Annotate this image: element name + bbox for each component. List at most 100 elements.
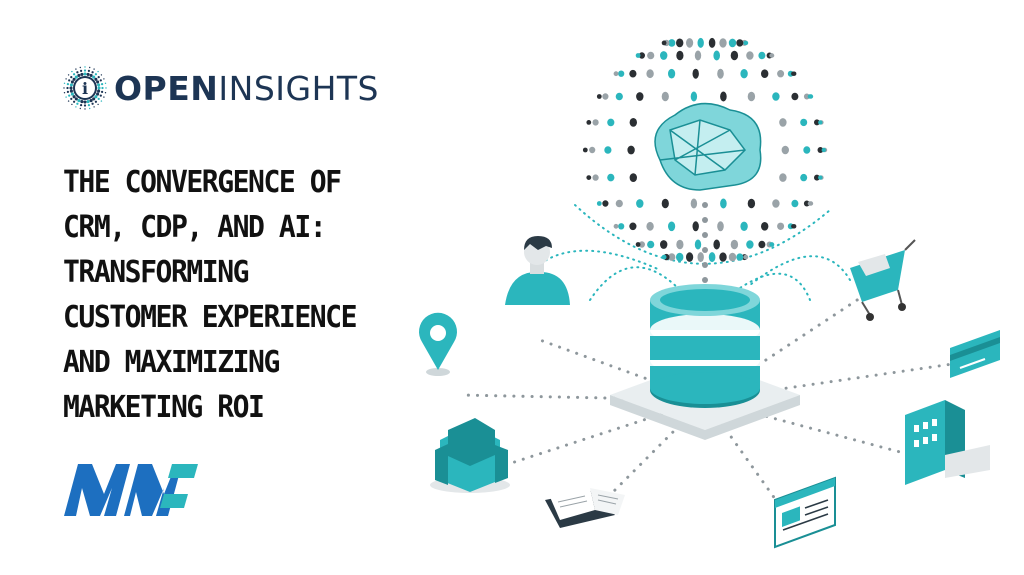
sphere-dot (676, 239, 684, 250)
headline-line: AND MAXIMIZING (63, 345, 280, 380)
sphere-dot (676, 38, 684, 48)
sphere-dot (769, 53, 774, 58)
location-pin-icon (419, 312, 457, 376)
sphere-dot (646, 221, 654, 231)
logo-mark-dot (99, 79, 102, 82)
sphere-dot (807, 94, 813, 99)
sphere-dot (761, 69, 769, 78)
logo-mark-dot (75, 68, 77, 70)
logo-mark-dot (63, 92, 66, 94)
sphere-dot (661, 198, 669, 209)
sphere-dot (647, 51, 655, 60)
sphere-dot (686, 252, 694, 262)
logo-mark-dot (74, 97, 78, 101)
logo-mark-dot (97, 75, 100, 79)
logo-mark-dot (76, 102, 79, 105)
logo-mark-dot (97, 97, 100, 101)
sphere-dot (803, 200, 810, 207)
logo-mark-dot (65, 78, 67, 80)
logo-mark-dot (94, 100, 98, 103)
sphere-dot (697, 37, 704, 48)
sphere-dot (586, 120, 592, 125)
sphere-dot (627, 145, 635, 155)
logo-mark-dot (70, 80, 74, 84)
logo-mark-dot (100, 74, 103, 76)
sphere-dot (817, 147, 824, 153)
sphere-dot (777, 70, 785, 78)
sphere-dot (713, 239, 720, 250)
sphere-dot (607, 118, 615, 127)
martech-logo (64, 464, 198, 516)
sphere-dot (791, 92, 799, 101)
credit-card-icon (950, 330, 1000, 378)
logo-mark-dot (79, 103, 83, 107)
sphere-dot (613, 223, 619, 229)
logo-mark-dot (83, 100, 87, 104)
openinsights-logo: i OPENINSIGHTS (62, 64, 422, 112)
sphere-dot (660, 51, 668, 60)
logo-mark-dot (87, 69, 91, 73)
sphere-dot (596, 201, 602, 206)
sphere-dot (717, 221, 724, 232)
sphere-dot (629, 69, 637, 78)
sphere-dot (730, 239, 739, 250)
sphere-dot (777, 222, 785, 230)
logo-mark-dot (70, 92, 74, 96)
sphere-dot (803, 146, 811, 154)
sphere-dot (629, 118, 637, 127)
sphere-dot (736, 253, 744, 261)
logo-mark-dot (70, 75, 73, 79)
logo-mark-dot (91, 102, 94, 105)
logo-mark-dot (69, 83, 73, 87)
sphere-dot (661, 254, 667, 260)
sphere-dot (747, 198, 756, 209)
sphere-dot (668, 39, 676, 47)
sphere-dot (638, 241, 645, 248)
logo-open-text: OPEN (114, 68, 219, 108)
sphere-dot (618, 70, 625, 77)
sphere-dot (728, 38, 737, 48)
headline-line: TRANSFORMING (63, 255, 250, 290)
logo-mark-dot (66, 90, 70, 94)
sphere-dot (747, 91, 756, 102)
logo-mark-dot (79, 107, 81, 110)
sphere-dot (604, 146, 612, 154)
sphere-dot (676, 252, 684, 262)
sphere-dot (661, 91, 669, 102)
sphere-dot (781, 145, 789, 155)
sphere-dot (586, 175, 592, 181)
logo-mark-dot (67, 74, 70, 76)
sphere-dot (719, 252, 727, 262)
openinsights-mark-icon: i (63, 66, 107, 110)
logo-mark-dot (68, 79, 71, 82)
sphere-dot (821, 147, 826, 153)
sphere-dot (720, 198, 727, 209)
logo-mark-dot (70, 97, 73, 101)
logo-mark-dot (71, 103, 73, 106)
headline-line: CUSTOMER EXPERIENCE (63, 300, 357, 335)
logo-mark-dot (63, 87, 65, 89)
logo-mark-dot (101, 86, 104, 90)
logo-mark-dot (80, 72, 84, 76)
sphere-dot (769, 242, 774, 247)
sphere-dot (720, 91, 727, 102)
sphere-dot (694, 239, 702, 250)
logo-mark-dot (100, 90, 104, 94)
logo-mark-dot (96, 80, 100, 84)
logo-mark-dot (87, 103, 91, 107)
sphere-dot (779, 173, 787, 182)
logo-insights-text: INSIGHTS (218, 68, 379, 108)
logo-mark-dot (71, 70, 73, 73)
logo-mark-dot (89, 66, 91, 69)
logo-mark-dot (100, 82, 104, 86)
sphere-dot (713, 50, 720, 61)
logo-mark-dot (77, 99, 81, 103)
logo-mark-dot (72, 77, 76, 81)
logo-mark-dot (66, 86, 69, 90)
sphere-dot (800, 118, 808, 127)
brain-icon (654, 102, 762, 191)
logo-mark-dot (94, 73, 98, 76)
sphere-dot (791, 224, 796, 229)
sphere-dot (592, 119, 599, 126)
logo-mark-dot (94, 77, 98, 81)
